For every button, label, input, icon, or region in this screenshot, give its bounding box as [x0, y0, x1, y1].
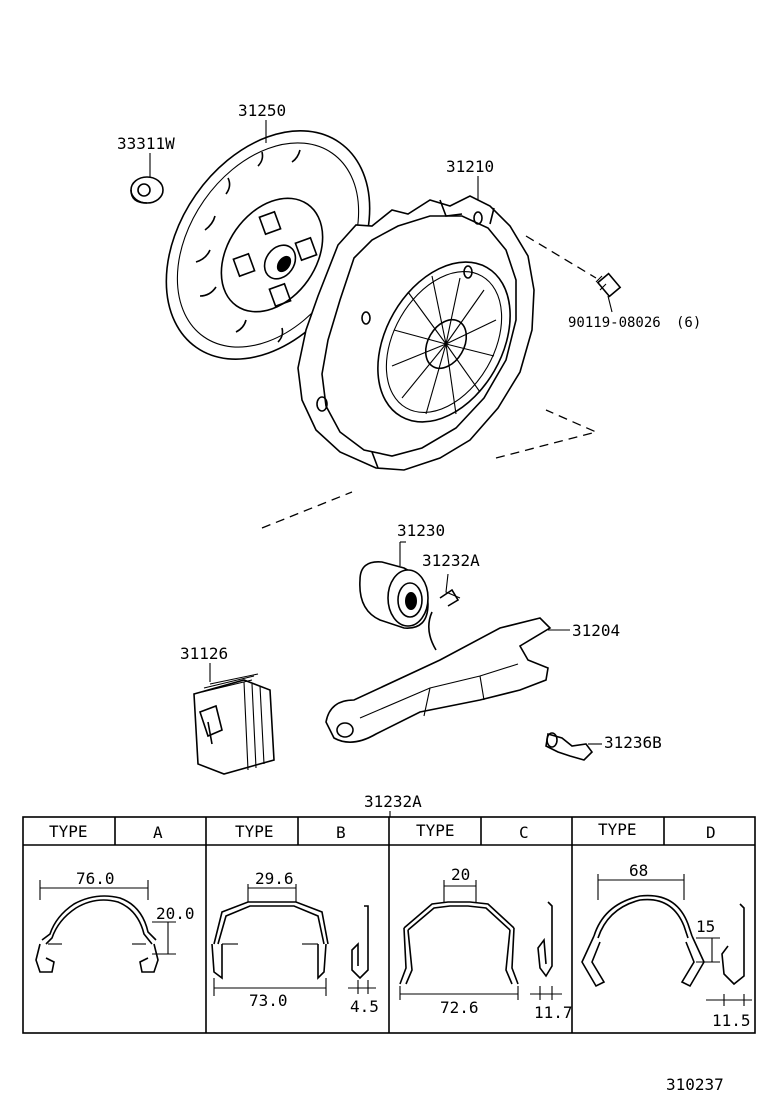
release-fork-drawing — [325, 617, 552, 743]
figure-number: 310237 — [666, 1075, 724, 1094]
part-label-disc: 31250 — [238, 101, 286, 120]
part-label-fork: 31204 — [572, 621, 620, 640]
bolt-dash-leader — [525, 235, 597, 279]
part-label-bearing-top: 33311W — [117, 134, 175, 153]
type-a-dim-height: 20.0 — [156, 904, 195, 923]
type-c-dim-width: 72.6 — [440, 998, 479, 1017]
type-c-dim-side: 11.7 — [534, 1003, 573, 1022]
pivot-stud-drawing — [545, 732, 594, 761]
type-c-header: TYPE — [416, 821, 455, 840]
clip-type-a-dimensions — [39, 880, 176, 955]
type-a-header: TYPE — [49, 822, 88, 841]
clip-type-b-dimensions — [213, 884, 376, 996]
clip-type-table — [22, 816, 756, 1034]
part-label-boot: 31126 — [180, 644, 228, 663]
pilot-bearing-drawing — [130, 176, 164, 204]
leader-bolt — [607, 295, 613, 313]
type-d-dim-height: 15 — [696, 917, 715, 936]
type-a-dim-width: 76.0 — [76, 869, 115, 888]
type-b-dim-top: 29.6 — [255, 869, 294, 888]
clip-type-d-drawing — [581, 894, 745, 988]
table-title: 31232A — [364, 792, 422, 811]
clip-type-c-drawing — [399, 901, 553, 985]
part-label-release-bearing: 31230 — [397, 521, 445, 540]
leader-clip — [445, 573, 461, 599]
assembly-dash-right — [495, 409, 598, 459]
assembly-dash-left — [261, 491, 353, 529]
clip-type-a-drawing — [35, 895, 159, 973]
clip-type-b-drawing — [211, 901, 369, 980]
clip-type-c-dimensions — [399, 880, 562, 1000]
type-b-letter: B — [336, 823, 346, 842]
part-label-bolt-qty: (6) — [676, 315, 701, 331]
type-d-dim-side: 11.5 — [712, 1011, 751, 1030]
clutch-cover-drawing — [297, 195, 535, 471]
type-c-letter: C — [519, 823, 529, 842]
boot-drawing — [193, 673, 275, 775]
type-d-letter: D — [706, 823, 716, 842]
part-label-bolt: 90119-08026 — [568, 315, 661, 331]
clip-drawing — [439, 588, 460, 607]
type-b-dim-side: 4.5 — [350, 997, 379, 1016]
part-label-pivot: 31236B — [604, 733, 662, 752]
type-d-dim-top: 68 — [629, 861, 648, 880]
bolt-drawing — [595, 272, 622, 298]
type-c-dim-top: 20 — [451, 865, 470, 884]
type-a-letter: A — [153, 823, 163, 842]
part-label-cover: 31210 — [446, 157, 494, 176]
type-b-header: TYPE — [235, 822, 274, 841]
type-b-dim-width: 73.0 — [249, 991, 288, 1010]
part-label-clip: 31232A — [422, 551, 480, 570]
clip-type-d-dimensions — [597, 874, 752, 1006]
type-d-header: TYPE — [598, 820, 637, 839]
release-bearing-drawing — [359, 561, 429, 629]
